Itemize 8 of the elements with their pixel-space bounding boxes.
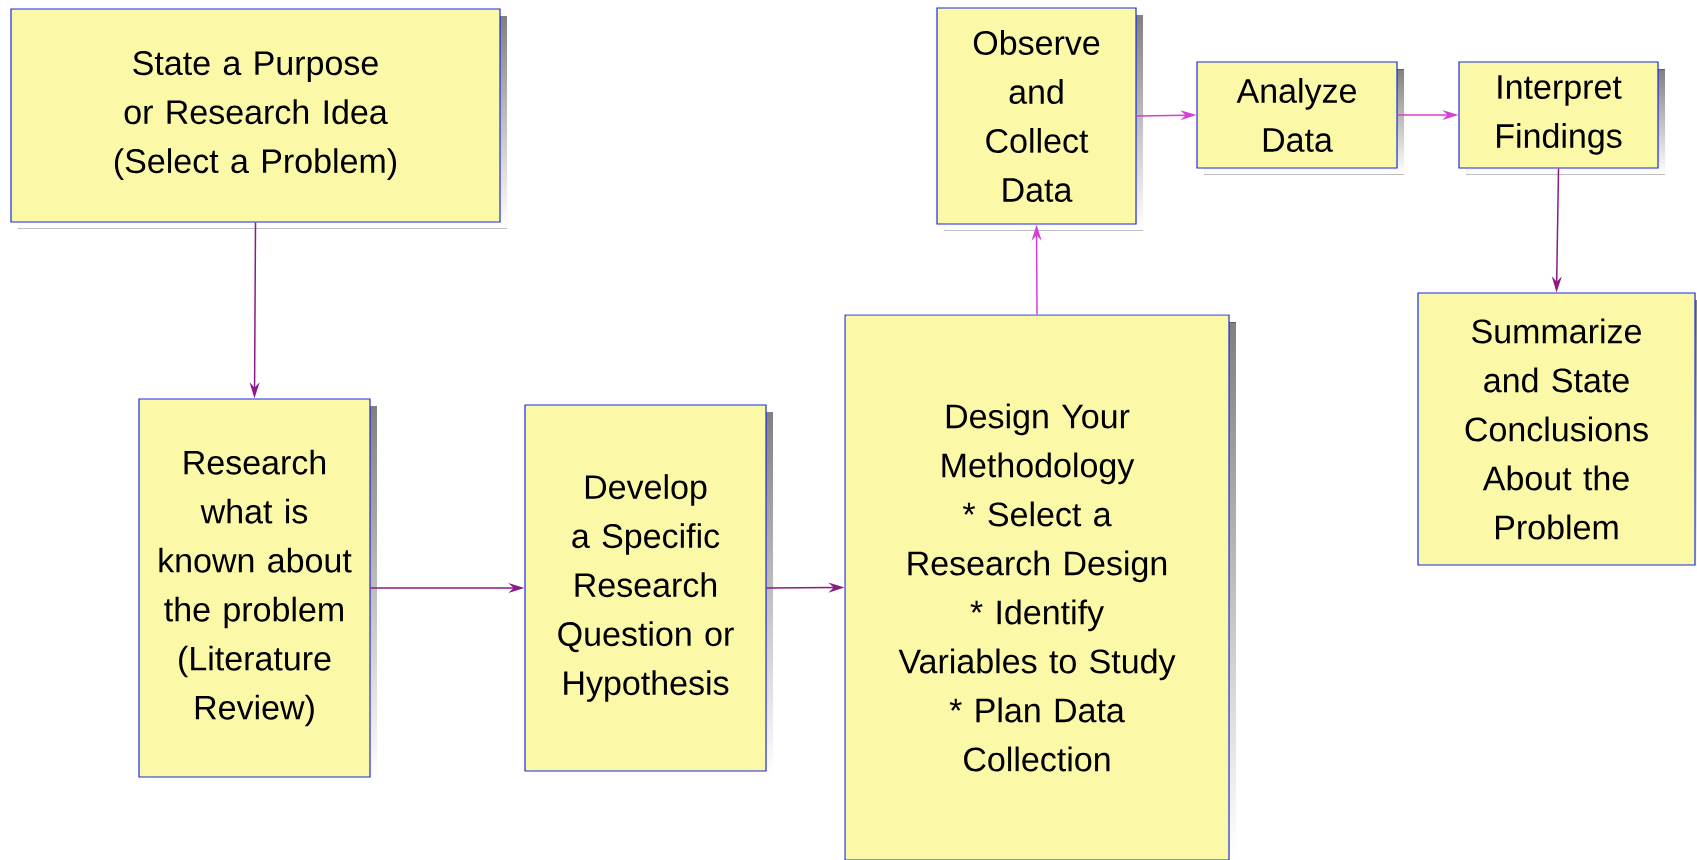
process-box: Summarize and State Conclusions About the Problem (1417, 292, 1697, 572)
process-box: Observe and Collect Data (936, 7, 1143, 231)
process-box: Design Your Methodology * Select a Research Design * Identify Variables to Study * Plan Data Collection (844, 314, 1236, 860)
process-box: State a Purpose or Research Idea (Select a Problem) (10, 8, 507, 229)
process-box: Research what is known about the problem (Literature Review) (138, 398, 377, 784)
process-box: Develop a Specific Research Question or Hypothesis (524, 404, 773, 778)
process-box: Interpret Findings (1458, 61, 1665, 175)
process-box: Analyze Data (1196, 61, 1404, 175)
